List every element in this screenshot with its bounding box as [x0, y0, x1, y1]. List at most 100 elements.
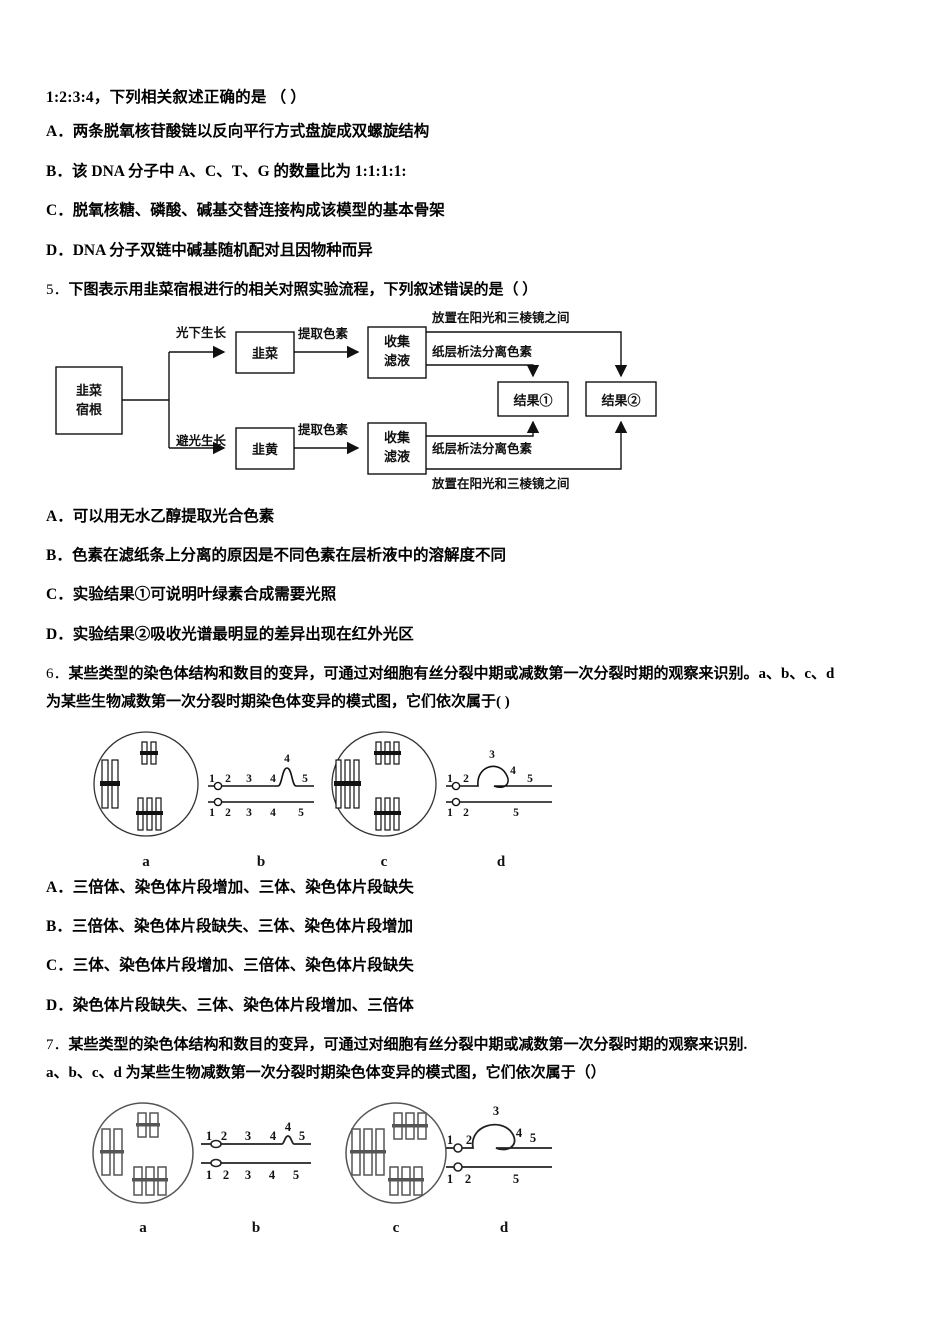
svg-text:2: 2	[463, 773, 469, 785]
q6-option-b: B． 三倍体、染色体片段缺失、三体、染色体片段增加	[46, 917, 922, 936]
q6-pair-d	[446, 765, 552, 803]
q7-caption-a: a	[139, 1220, 147, 1236]
q7-pair-b-centromeres	[210, 1139, 222, 1167]
q4-option-d-text: DNA 分子双链中碱基随机配对且因物种而异	[72, 241, 373, 259]
svg-text:1: 1	[206, 1168, 212, 1182]
q7-cell-c-chromosomes	[350, 1111, 428, 1196]
question-6-stem-line2: 为某些生物减数第一次分裂时期染色体变异的模式图，它们依次属于( )	[46, 693, 510, 710]
q4-option-c-text: 脱氧核糖、磷酸、碱基交替连接构成该模型的基本骨架	[72, 202, 445, 220]
question-5-text: 下图表示用韭菜宿根进行的相关对照实验流程，下列叙述错误的是（ ）	[68, 281, 538, 298]
flow-edge-prism-top: 放置在阳光和三棱镜之间	[431, 310, 570, 325]
question-5-stem: 5．下图表示用韭菜宿根进行的相关对照实验流程，下列叙述错误的是（ ）	[46, 280, 922, 302]
q6-option-a-text: 三倍体、染色体片段增加、三体、染色体片段缺失	[72, 878, 414, 896]
flow-node-bottom-filtrate-line1: 收集	[384, 430, 411, 445]
flow-node-source-line2: 宿根	[76, 402, 103, 417]
svg-text:5: 5	[298, 807, 304, 819]
svg-text:5: 5	[527, 773, 533, 785]
question-6-text-1: 某些类型的染色体结构和数目的变异，可通过对细胞有丝分裂中期或减数第一次分裂时期的…	[68, 666, 835, 683]
svg-text:2: 2	[223, 1168, 229, 1182]
svg-text:1: 1	[447, 1133, 453, 1147]
flow-edge-chroma-top: 纸层析法分离色素	[432, 344, 533, 359]
q5-option-b: B． 色素在滤纸条上分离的原因是不同色素在层析液中的溶解度不同	[46, 546, 922, 565]
q6-pair-b	[208, 766, 314, 803]
svg-text:4: 4	[270, 773, 276, 785]
q4-option-a-label: A．	[46, 123, 73, 141]
q6-option-d-text: 染色体片段缺失、三体、染色体片段增加、三倍体	[72, 996, 414, 1014]
q4-option-b-text: 该 DNA 分子中 A、C、T、G 的数量比为 1:1:1:1:	[72, 162, 407, 180]
svg-text:1: 1	[447, 773, 453, 785]
svg-text:2: 2	[225, 807, 231, 819]
svg-text:3: 3	[493, 1104, 499, 1118]
q6-option-d-label: D．	[46, 996, 73, 1014]
q6-caption-d: d	[497, 854, 506, 870]
q5-option-a-label: A．	[46, 507, 73, 525]
flow-node-top-filtrate-line2: 滤液	[384, 353, 410, 368]
svg-text:4: 4	[270, 1129, 277, 1143]
q4-option-a-text: 两条脱氧核苷酸链以反向平行方式盘旋成双螺旋结构	[72, 123, 430, 141]
q5-option-b-label: B．	[46, 547, 72, 564]
svg-text:3: 3	[245, 1168, 251, 1182]
q6-caption-c: c	[381, 854, 388, 870]
svg-text:1: 1	[447, 807, 453, 819]
svg-text:4: 4	[284, 753, 290, 765]
svg-text:4: 4	[285, 1120, 292, 1134]
q4-option-c: C． 脱氧核糖、磷酸、碱基交替连接构成该模型的基本骨架	[46, 201, 922, 220]
q6-option-c-label: C．	[46, 957, 73, 975]
svg-text:5: 5	[530, 1131, 536, 1145]
q4-option-d: D． DNA 分子双链中碱基随机配对且因物种而异	[46, 241, 922, 260]
svg-text:4: 4	[270, 807, 276, 819]
q6-pair-b-centromeres	[213, 781, 223, 806]
q4-option-b-label: B．	[46, 162, 72, 180]
svg-text:3: 3	[246, 807, 252, 819]
svg-text:1: 1	[206, 1129, 212, 1143]
flow-node-bottom-plant: 韭黄	[252, 442, 278, 457]
question-7-number: 7．	[46, 1037, 69, 1054]
q5-option-a: A． 可以用无水乙醇提取光合色素	[46, 507, 922, 526]
question-4-stem: 1:2:3:4，下列相关叙述正确的是 （ ）	[46, 89, 307, 106]
q7-caption-d: d	[500, 1220, 509, 1236]
q6-figure: 1 2 3 4 4 5 1 2 3 4 5 1	[46, 724, 922, 874]
question-5-number: 5．	[46, 281, 69, 298]
q6-option-a: A． 三倍体、染色体片段增加、三体、染色体片段缺失	[46, 878, 922, 897]
svg-text:4: 4	[510, 765, 516, 777]
q4-option-c-label: C．	[46, 202, 73, 220]
q6-cell-a-chromosomes	[100, 741, 163, 831]
q4-option-d-label: D．	[46, 241, 73, 259]
q7-pair-d-centromeres	[453, 1142, 463, 1172]
flow-node-top-filtrate-line1: 收集	[384, 334, 411, 349]
flow-node-top-plant: 韭菜	[252, 346, 278, 361]
q6-option-c: C． 三体、染色体片段增加、三倍体、染色体片段缺失	[46, 956, 922, 975]
flow-node-bottom-filtrate-line2: 滤液	[384, 449, 410, 464]
q5-option-d: D． 实验结果②吸收光谱最明显的差异出现在红外光区	[46, 625, 922, 644]
svg-text:1: 1	[209, 773, 215, 785]
svg-text:3: 3	[489, 749, 495, 761]
svg-text:2: 2	[465, 1172, 471, 1186]
flow-edge-extract-bottom: 提取色素	[298, 422, 349, 437]
question-6-stem-line1: 6．某些类型的染色体结构和数目的变异，可通过对细胞有丝分裂中期或减数第一次分裂时…	[46, 664, 922, 686]
flow-node-result2: 结果②	[601, 393, 640, 408]
svg-text:5: 5	[513, 1172, 519, 1186]
q4-option-a: A． 两条脱氧核苷酸链以反向平行方式盘旋成双螺旋结构	[46, 122, 922, 141]
question-7-stem-line2: a、b、c、d 为某些生物减数第一次分裂时期染色体变异的模式图，它们依次属于（）	[46, 1064, 606, 1081]
q5-option-c: C． 实验结果①可说明叶绿素合成需要光照	[46, 585, 922, 604]
flow-node-result1: 结果①	[513, 393, 552, 408]
q6-caption-a: a	[142, 854, 150, 870]
flow-edge-extract-top: 提取色素	[298, 326, 349, 341]
flow-edge-bottom-growth: 避光生长	[176, 433, 227, 448]
q5-flowchart: 韭菜 宿根 韭菜 韭黄 收集 滤液 收集 滤液 结果① 结果② 光下生长 避光生…	[46, 308, 922, 493]
q7-cell-a-chromosomes	[100, 1111, 168, 1196]
q6-option-b-label: B．	[46, 918, 72, 935]
q6-option-d: D． 染色体片段缺失、三体、染色体片段增加、三倍体	[46, 996, 922, 1015]
flow-edge-top-growth: 光下生长	[175, 325, 227, 340]
svg-text:2: 2	[466, 1133, 472, 1147]
svg-text:2: 2	[221, 1129, 227, 1143]
svg-text:3: 3	[245, 1129, 251, 1143]
svg-text:2: 2	[463, 807, 469, 819]
q6-option-a-label: A．	[46, 878, 73, 896]
q6-option-c-text: 三体、染色体片段增加、三倍体、染色体片段缺失	[72, 957, 414, 975]
q6-pair-d-centromeres	[451, 781, 461, 806]
svg-text:4: 4	[269, 1168, 276, 1182]
svg-text:5: 5	[302, 773, 308, 785]
q5-option-c-text: 实验结果①可说明叶绿素合成需要光照	[72, 586, 337, 604]
q7-figure: 1 2 3 4 4 5 1 2 3 4 5 1	[46, 1095, 922, 1240]
